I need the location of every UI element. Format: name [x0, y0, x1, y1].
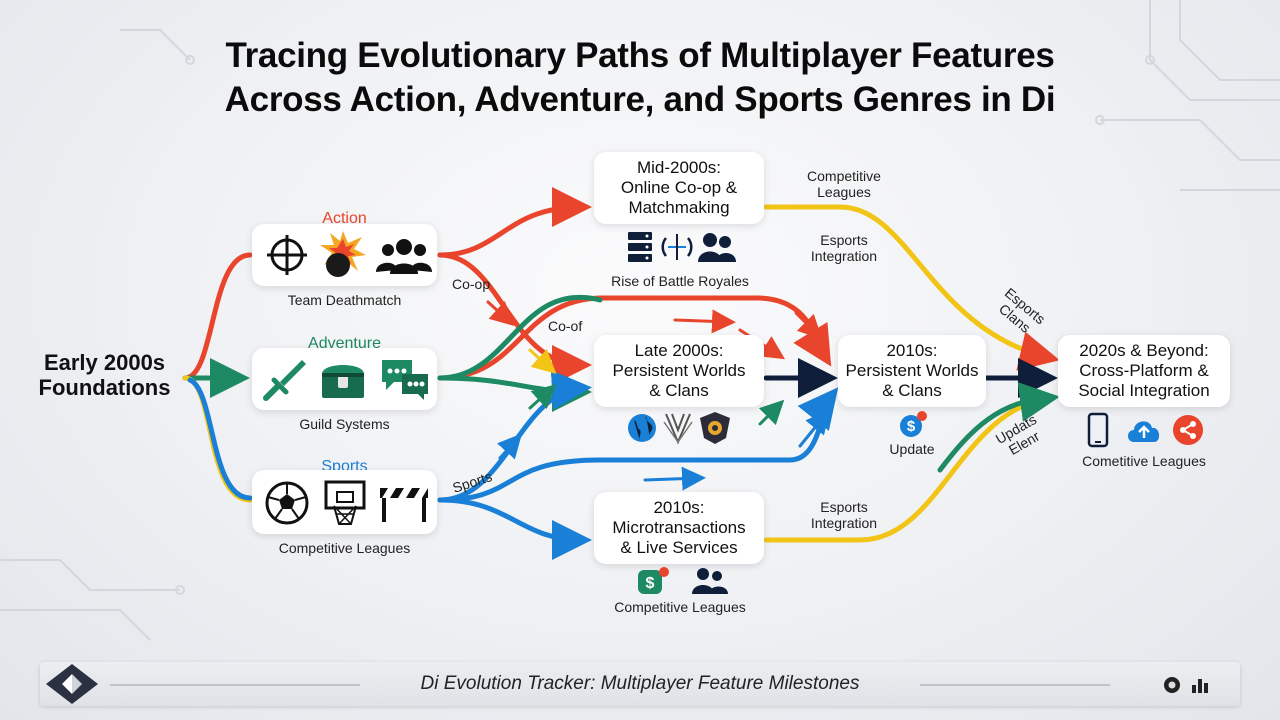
share-icon — [1173, 415, 1203, 445]
2020s-line-2: Cross-Platform & — [1079, 361, 1209, 380]
mid-to-2020 — [763, 204, 1060, 371]
late2000s-node[interactable] — [594, 335, 764, 407]
2020s-node[interactable] — [1058, 335, 1230, 407]
edge-label-esports-top-line-2: Integration — [810, 248, 878, 264]
micro-to-2020 — [763, 382, 1060, 543]
footer-divider-lines — [110, 684, 1110, 686]
community-icon — [692, 568, 728, 594]
action-title: Action — [322, 210, 367, 227]
sword-icon — [263, 360, 306, 401]
team-icon — [376, 239, 432, 274]
cloud-upload-icon — [1128, 421, 1160, 442]
2010s-persistent-line-3: & Clans — [882, 381, 942, 400]
hurdle-icon — [380, 488, 428, 522]
svg-text:$: $ — [646, 575, 655, 592]
logo-diamond-icon[interactable] — [44, 662, 100, 706]
mid2000s-caption: Rise of Battle Royales — [611, 273, 749, 289]
adventure-caption: Guild Systems — [299, 416, 390, 432]
globe-icon — [628, 414, 656, 442]
2010s-persistent-line-1: 2010s: — [886, 341, 938, 360]
title-line-1: Tracing Evolutionary Paths of Multiplaye… — [225, 36, 1055, 75]
shield-emblem-icon — [700, 412, 730, 444]
title-line-2: Across Action, Adventure, and Sports Gen… — [224, 80, 1056, 119]
edge-label-competitive: Competitive Leagues — [800, 168, 888, 200]
2010s-persistent-label: 2010s: Persistent Worlds & Clans — [830, 341, 994, 401]
2010s-micro-node[interactable] — [594, 492, 764, 564]
edge-label-esports-top: Esports Integration — [800, 232, 888, 264]
2010s-persistent-node[interactable] — [838, 335, 986, 407]
edge-label-esports-bottom-line-2: Integration — [810, 515, 878, 531]
matchmaking-icon — [661, 234, 693, 260]
late2000s-line-2: Persistent Worlds — [612, 361, 746, 380]
svg-text:$: $ — [907, 418, 916, 435]
2020s-line-1: 2020s & Beyond: — [1079, 341, 1209, 360]
2020s-line-3: Social Integration — [1078, 381, 1210, 400]
settings-icon[interactable] — [1190, 675, 1210, 695]
footer-title: Di Evolution Tracker: Multiplayer Featur… — [420, 673, 860, 694]
mid2000s-label: Mid-2000s: Online Co-op & Matchmaking — [594, 158, 764, 218]
sports-caption: Competitive Leagues — [278, 540, 411, 556]
dollar-coin-icon: $ — [900, 411, 927, 437]
2010s-persistent-caption: Update — [889, 441, 935, 457]
grenade-explosion-icon — [320, 231, 366, 277]
2010s-persistent-line-2: Persistent Worlds — [845, 361, 979, 380]
2020s-label: 2020s & Beyond: Cross-Platform & Social … — [1052, 341, 1236, 401]
edge-label-coof: Co-of — [548, 318, 583, 334]
adventure-title: Adventure — [308, 335, 381, 352]
start-line-1: Early 2000s — [43, 350, 166, 375]
edge-label-coop: Co-op — [452, 276, 491, 292]
chat-bubbles-icon — [382, 360, 428, 400]
mid2000s-node[interactable] — [594, 152, 764, 224]
basketball-hoop-icon — [324, 480, 366, 525]
mid2000s-line-2: Online Co-op & — [620, 178, 738, 197]
start-node: Early 2000s Foundations — [22, 350, 187, 400]
smartphone-icon — [1087, 412, 1109, 448]
treasure-chest-icon — [322, 365, 364, 398]
2020s-caption: Cometitive Leagues — [1082, 453, 1206, 469]
users-icon — [698, 233, 736, 262]
shop-dollar-icon: $ — [638, 567, 669, 594]
2010s-micro-line-2: Microtransactions — [612, 518, 746, 537]
late2000s-line-3: & Clans — [649, 381, 709, 400]
clan-crest-icon — [663, 413, 693, 445]
footer-bar — [40, 662, 1240, 706]
action-to-mid — [437, 187, 592, 258]
2010s-micro-line-1: 2010s: — [653, 498, 705, 517]
start-line-2: Foundations — [38, 375, 171, 400]
start-to-sports — [182, 375, 253, 503]
record-icon[interactable] — [1162, 675, 1182, 695]
late2000s-line-1: Late 2000s: — [634, 341, 724, 360]
action-caption: Team Deathmatch — [287, 292, 402, 308]
start-to-action — [182, 252, 253, 381]
edge-label-competitive-line-2: Leagues — [817, 184, 871, 200]
crosshair-icon — [267, 235, 307, 275]
2010s-micro-line-3: & Live Services — [620, 538, 738, 557]
server-icon — [628, 232, 652, 262]
edge-label-esports-bottom-line-1: Esports — [820, 499, 868, 515]
mid2000s-line-1: Mid-2000s: — [636, 158, 722, 177]
mid2000s-line-3: Matchmaking — [628, 198, 730, 217]
soccer-ball-icon — [265, 481, 309, 525]
late2000s-label: Late 2000s: Persistent Worlds & Clans — [594, 341, 764, 401]
edge-label-esports-bottom: Esports Integration — [800, 499, 888, 531]
2010s-micro-label: 2010s: Microtransactions & Live Services — [594, 498, 764, 558]
sports-to-micro — [437, 497, 592, 560]
edge-label-esports-top-line-1: Esports — [820, 232, 868, 248]
2010s-micro-caption: Competitive Leagues — [614, 599, 746, 615]
edge-label-competitive-line-1: Competitive — [807, 168, 881, 184]
